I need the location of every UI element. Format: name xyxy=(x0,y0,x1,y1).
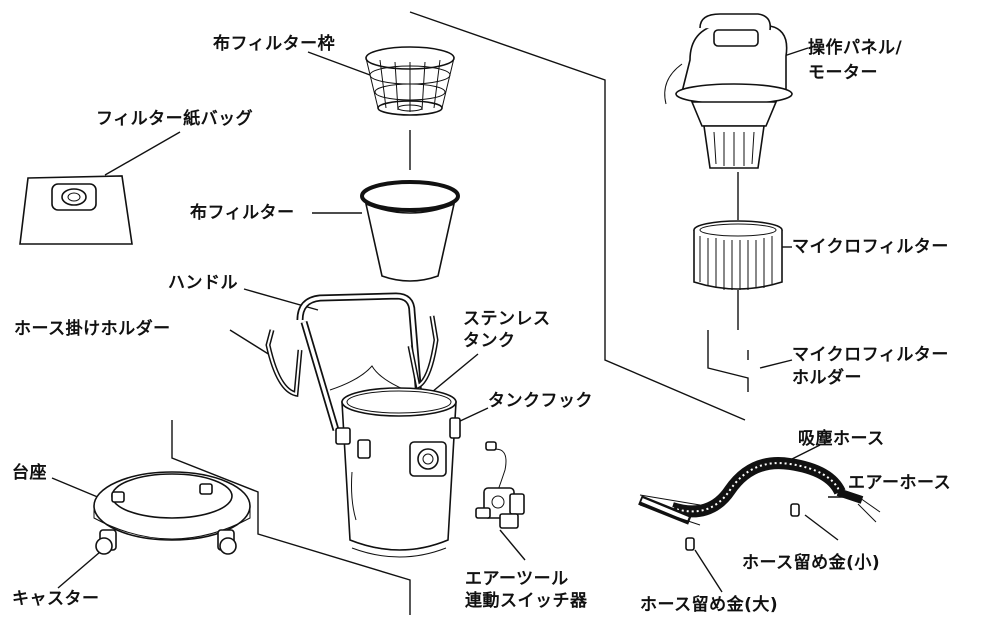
label-caster: キャスター xyxy=(12,589,100,609)
label-tank-hook: タンクフック xyxy=(488,391,593,411)
label-air-hose: エアーホース xyxy=(848,473,952,493)
label-hose-clip-small: ホース留め金(小) xyxy=(742,553,881,573)
micro-filter-drawing xyxy=(693,220,783,290)
label-micro-filter-holder-line1: マイクロフィルター xyxy=(792,345,949,365)
label-paper-bag: フィルター紙バッグ xyxy=(96,109,254,129)
label-handle: ハンドル xyxy=(168,273,238,293)
label-hose-clip-large: ホース留め金(大) xyxy=(640,595,779,615)
stainless-tank-drawing xyxy=(335,387,461,558)
paper-bag-drawing xyxy=(19,175,133,245)
hose-clips-drawing xyxy=(685,503,800,551)
leader-lines xyxy=(51,47,848,593)
suction-hose-drawing xyxy=(638,457,881,526)
cloth-filter-frame-drawing xyxy=(365,46,455,116)
motor-drawing xyxy=(664,13,793,169)
label-stainless-tank-line1: ステンレス xyxy=(463,309,551,329)
label-cloth-filter: 布フィルター xyxy=(190,203,295,223)
label-air-tool-line1: エアーツール xyxy=(465,569,569,589)
micro-filter-holder-drawing xyxy=(707,330,749,392)
label-cloth-filter-frame: 布フィルター枠 xyxy=(213,34,336,54)
cloth-filter-drawing xyxy=(360,180,460,282)
label-control-panel-line1: 操作パネル/ xyxy=(808,38,903,58)
label-control-panel-line2: モーター xyxy=(808,63,878,83)
air-tool-switch-drawing xyxy=(475,441,525,529)
label-micro-filter: マイクロフィルター xyxy=(792,237,949,257)
base-drawing xyxy=(93,471,251,555)
label-stainless-tank-line2: タンク xyxy=(463,331,516,351)
label-air-tool-line2: 連動スイッチ器 xyxy=(465,591,588,611)
hose-hanger-drawing xyxy=(265,315,439,398)
handle-drawing xyxy=(296,292,424,431)
label-suction-hose: 吸塵ホース xyxy=(798,429,885,449)
guide-lines xyxy=(171,11,746,615)
label-base: 台座 xyxy=(12,463,47,483)
label-hose-hanger: ホース掛けホルダー xyxy=(14,319,171,339)
label-micro-filter-holder-line2: ホルダー xyxy=(792,368,862,388)
